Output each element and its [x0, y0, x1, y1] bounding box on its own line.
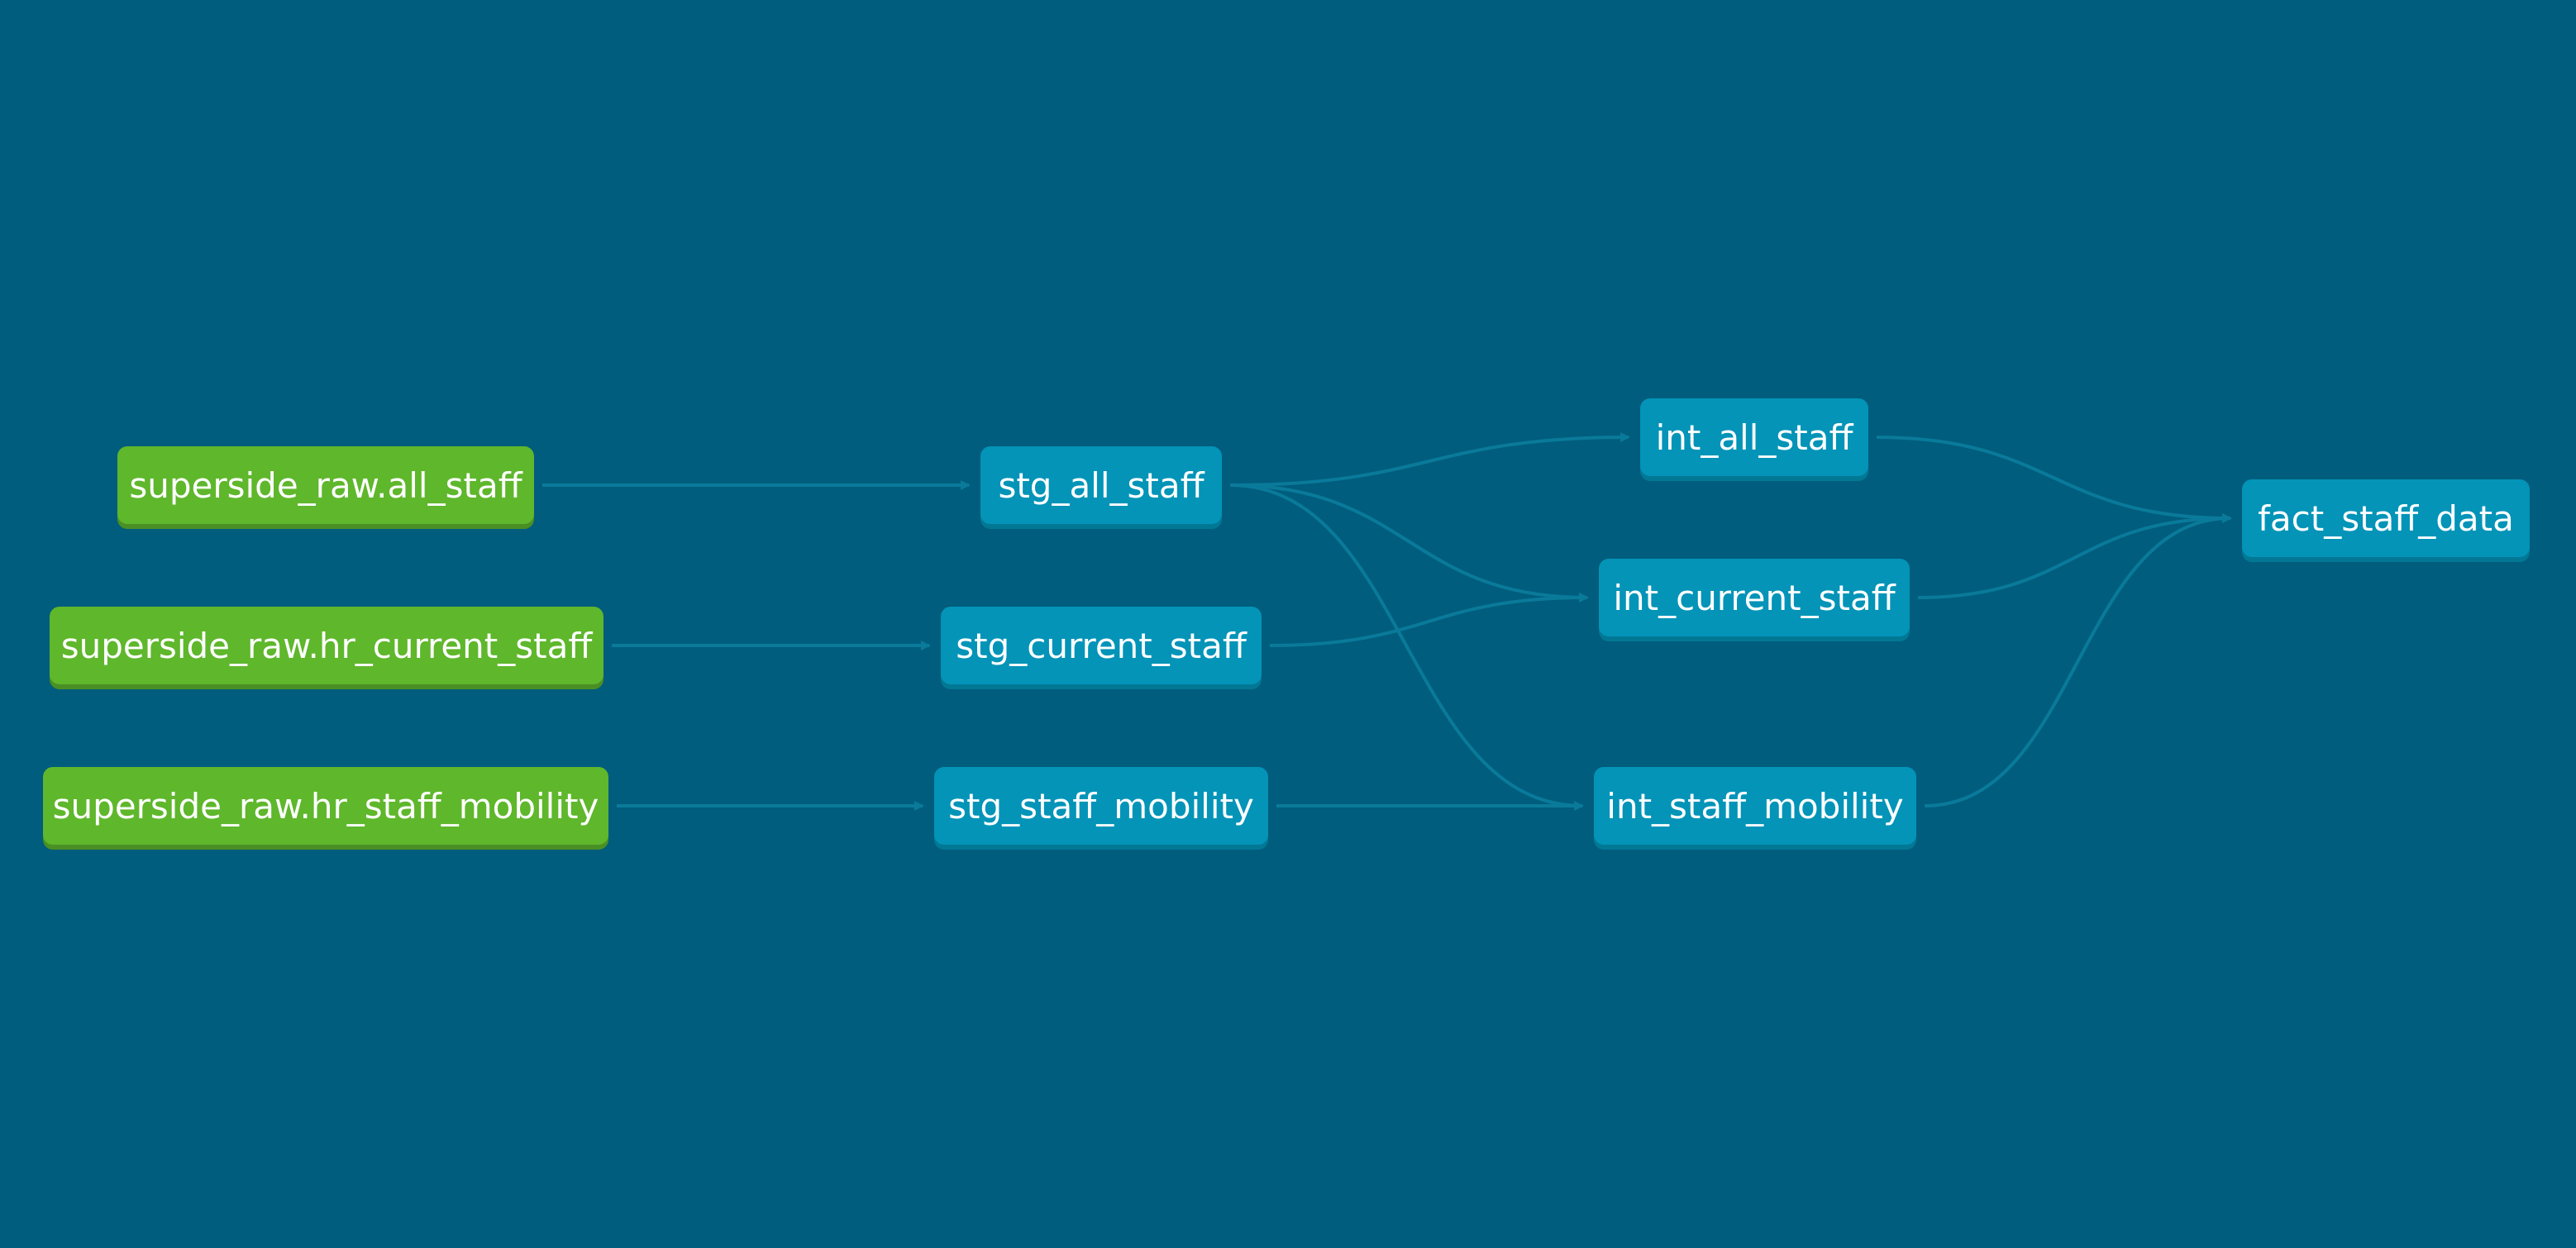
edge-stg_all_staff-to-int_current_staff — [1229, 483, 1589, 603]
node-superside-raw-all-staff[interactable]: superside_raw.all_staff — [117, 446, 534, 524]
node-stg-all-staff[interactable]: stg_all_staff — [980, 446, 1222, 524]
edge-int_all_staff-to-fact_staff_data — [1876, 436, 2232, 523]
node-label: stg_all_staff — [998, 464, 1205, 506]
node-stg-staff-mobility[interactable]: stg_staff_mobility — [934, 767, 1268, 845]
edge-stg_current_staff-to-int_current_staff — [1269, 593, 1589, 647]
node-label: int_current_staff — [1613, 577, 1896, 618]
edge-stg_all_staff-to-int_all_staff — [1229, 432, 1630, 487]
node-int-current-staff[interactable]: int_current_staff — [1599, 559, 1910, 636]
node-label: superside_raw.hr_staff_mobility — [52, 785, 599, 826]
edge-int_staff_mobility-to-fact_staff_data — [1924, 513, 2232, 807]
node-superside-raw-hr-current-staff[interactable]: superside_raw.hr_current_staff — [50, 607, 603, 684]
node-int-staff-mobility[interactable]: int_staff_mobility — [1594, 767, 1916, 845]
node-label: stg_staff_mobility — [948, 785, 1254, 826]
node-label: int_all_staff — [1655, 417, 1853, 458]
edge-stg_all_staff-to-int_staff_mobility — [1229, 483, 1584, 811]
node-label: int_staff_mobility — [1606, 785, 1904, 826]
node-label: superside_raw.hr_current_staff — [60, 625, 593, 666]
edge-int_current_staff-to-fact_staff_data — [1917, 513, 2232, 599]
node-label: superside_raw.all_staff — [129, 464, 522, 506]
node-int-all-staff[interactable]: int_all_staff — [1640, 398, 1868, 476]
node-stg-current-staff[interactable]: stg_current_staff — [941, 607, 1262, 684]
node-superside-raw-hr-staff-mobility[interactable]: superside_raw.hr_staff_mobility — [43, 767, 608, 845]
node-label: fact_staff_data — [2258, 498, 2514, 539]
node-label: stg_current_staff — [956, 625, 1247, 666]
node-fact-staff-data[interactable]: fact_staff_data — [2242, 479, 2530, 557]
